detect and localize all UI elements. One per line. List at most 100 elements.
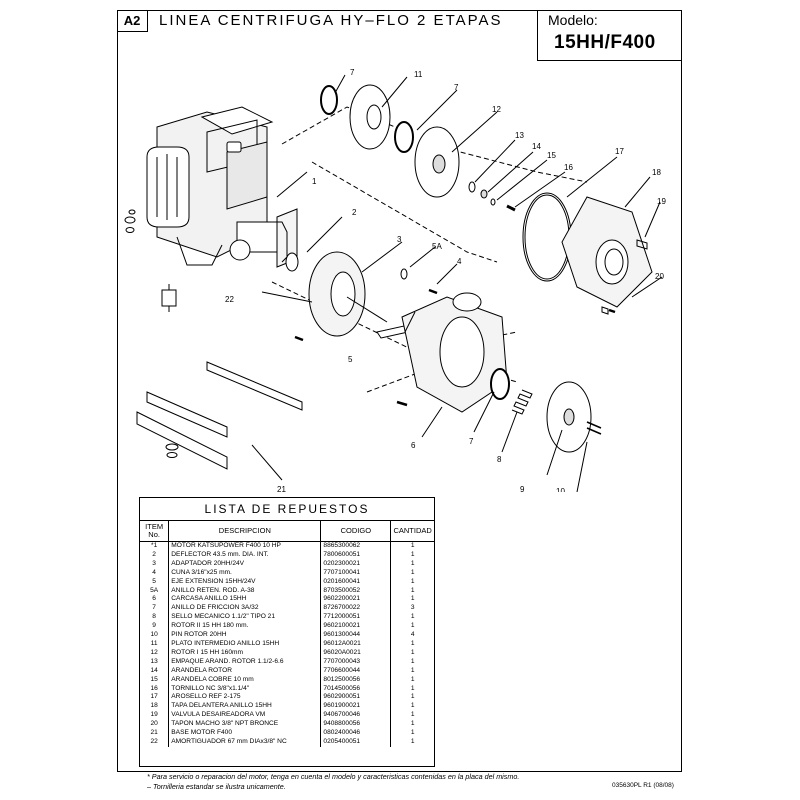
cell-code: 7707100041	[320, 568, 392, 578]
parts-list-title: LISTA DE REPUESTOS	[140, 498, 434, 521]
cell-desc: CARCASA ANILLO 15HH	[168, 595, 322, 605]
cell-qty: 1	[410, 622, 415, 630]
cell-qty: 1	[410, 711, 415, 719]
callout-2: 2	[352, 208, 357, 217]
cell-item: 19	[140, 711, 170, 721]
cell-item: 18	[140, 702, 170, 712]
cell-desc: CUÑA 3/16"x25 mm.	[168, 568, 322, 578]
cell-code: 0202300021	[320, 559, 392, 569]
cell-item: 22	[140, 737, 170, 747]
page-title: LINEA CENTRIFUGA HY–FLO 2 ETAPAS	[159, 12, 503, 29]
cell-qty: 1	[410, 577, 415, 585]
cell-item: 11	[140, 639, 170, 649]
callout-8: 8	[497, 455, 502, 464]
cell-qty: 1	[410, 613, 415, 621]
cell-item: 21	[140, 729, 170, 738]
cell-desc: DEFLECTOR 43.5 mm. DIA. INT.	[168, 550, 322, 560]
sheet-header: A2 LINEA CENTRIFUGA HY–FLO 2 ETAPAS	[117, 10, 680, 32]
cell-item: 2	[140, 550, 170, 560]
cell-code: 0201600041	[320, 577, 392, 587]
engine-drawing	[146, 106, 298, 268]
model-label: Modelo:	[548, 12, 598, 28]
cell-qty: 3	[410, 604, 415, 612]
callout-7a: 7	[350, 68, 355, 77]
cell-item: 7	[140, 604, 170, 614]
callout-13: 13	[515, 131, 524, 140]
cell-qty: 1	[410, 586, 415, 594]
cell-desc: EMPAQUE ARAND. ROTOR 1.1/2-6.6	[168, 657, 322, 667]
cell-qty: 1	[410, 702, 415, 710]
cell-desc: BASE MOTOR F400	[168, 729, 322, 738]
parts-list: LISTA DE REPUESTOS ITEM No. DESCRIPCION …	[139, 497, 435, 767]
callout-3: 3	[397, 235, 402, 244]
cell-qty: 1	[410, 693, 415, 701]
callout-22: 22	[225, 295, 234, 304]
cell-item: 5A	[140, 586, 170, 596]
callout-20: 20	[655, 272, 664, 281]
cell-qty: 1	[410, 737, 415, 745]
col-item: ITEM No.	[140, 521, 170, 542]
callout-7c: 7	[469, 437, 474, 446]
cell-code: 9602200021	[320, 595, 392, 605]
cell-item: *1	[140, 541, 170, 551]
cell-item: 8	[140, 613, 170, 623]
callout-12: 12	[492, 105, 501, 114]
cell-qty: 1	[410, 595, 415, 603]
callout-5: 5	[348, 355, 353, 364]
cell-code: 9602900051	[320, 693, 392, 703]
cell-code: 0205400051	[320, 737, 392, 747]
parts-table-header: ITEM No. DESCRIPCION CODIGO CANTIDAD	[140, 521, 434, 542]
col-qty: CANTIDAD	[390, 521, 434, 542]
callout-7b: 7	[454, 83, 459, 92]
cell-qty: 1	[410, 666, 415, 674]
service-note: * Para servicio o reparacion del motor, …	[147, 772, 520, 781]
cell-code: 7014500056	[320, 684, 392, 694]
cell-code: 9406700046	[320, 711, 392, 721]
cell-qty: 4	[410, 631, 415, 639]
callout-10: 10	[556, 487, 565, 492]
callout-4: 4	[457, 257, 462, 266]
cell-code: 9408800056	[320, 720, 392, 730]
cell-item: 5	[140, 577, 170, 587]
cell-desc: SELLO MECANICO 1.1/2" TIPO 21	[168, 613, 322, 623]
model-value: 15HH/F400	[554, 32, 656, 53]
col-code: CODIGO	[320, 521, 392, 542]
cell-item: 9	[140, 622, 170, 632]
cell-qty: 1	[410, 559, 415, 567]
cell-desc: ARANDELA ROTOR	[168, 666, 322, 676]
section-code: A2	[117, 10, 148, 32]
cell-code: 9601900021	[320, 702, 392, 712]
model-box: Modelo: 15HH/F400	[537, 10, 681, 61]
cell-qty: 1	[410, 720, 415, 728]
callout-6: 6	[411, 441, 416, 450]
cell-qty: 1	[410, 729, 415, 737]
cell-code: 96012A0021	[320, 639, 392, 649]
cell-code: 7800600051	[320, 550, 392, 560]
cell-code: 8865300062	[320, 541, 392, 551]
cell-item: 13	[140, 657, 170, 667]
cell-desc: PLATO INTERMEDIO ANILLO 15HH	[168, 639, 322, 649]
callout-15: 15	[547, 151, 556, 160]
cell-desc: MOTOR KATSUPOWER F400 10 HP	[168, 541, 322, 551]
callout-18: 18	[652, 168, 661, 177]
cell-item: 3	[140, 559, 170, 569]
callout-1: 1	[312, 177, 317, 186]
